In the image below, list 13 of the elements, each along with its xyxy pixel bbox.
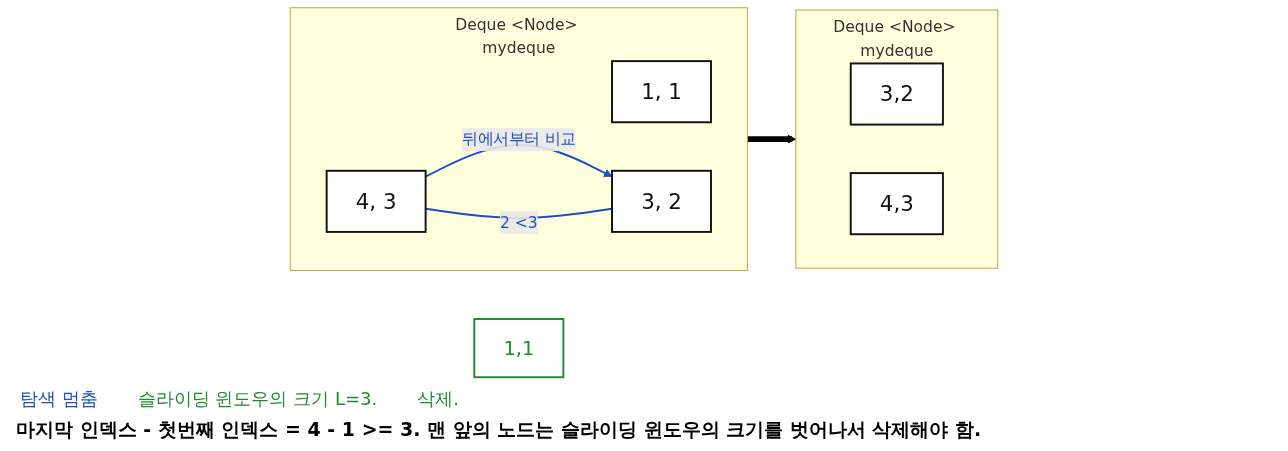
note-text: 슬라이딩 윈도우의 크기 L=3. xyxy=(137,387,378,411)
edge-label: 2 <3 xyxy=(499,213,538,232)
note-text: 삭제. xyxy=(417,387,459,411)
edge-label: 뒤에서부터 비교 xyxy=(462,129,576,149)
arrow xyxy=(747,134,797,144)
node-box: 1, 1 xyxy=(611,60,712,124)
node-box: 1,1 xyxy=(473,318,565,379)
note-text: 탐색 멈춤 xyxy=(20,387,98,411)
node-box: 3,2 xyxy=(849,62,944,126)
node-box: 4,3 xyxy=(849,172,944,236)
caption: 마지막 인덱스 - 첫번째 인덱스 = 4 - 1 >= 3. 맨 앞의 노드는 슬라이딩 윈도우의 크기를 벗어나서 삭제해야 함. xyxy=(15,417,983,442)
node-box: 4, 3 xyxy=(325,169,427,233)
node-box: 3, 2 xyxy=(611,169,712,233)
